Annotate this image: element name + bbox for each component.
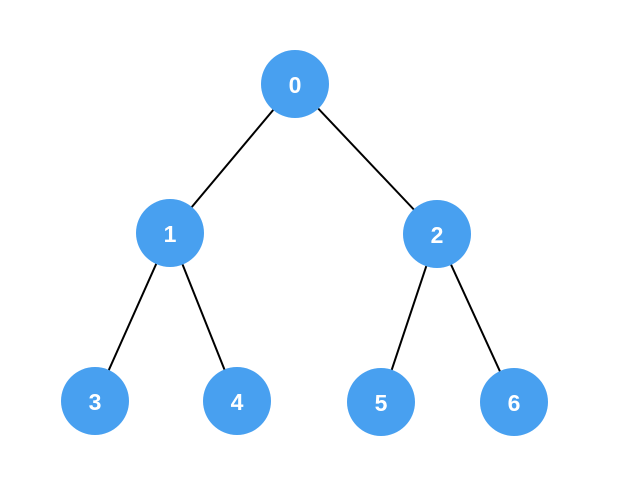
tree-node-6: 6 [480,368,548,436]
tree-node-label-6: 6 [508,390,521,416]
tree-node-label-4: 4 [231,389,244,415]
tree-node-0: 0 [261,50,329,118]
tree-node-4: 4 [203,367,271,435]
tree-node-3: 3 [61,367,129,435]
tree-node-5: 5 [347,368,415,436]
tree-node-circle-6 [480,368,548,436]
tree-node-2: 2 [403,200,471,268]
tree-node-circle-5 [347,368,415,436]
tree-node-circle-3 [61,367,129,435]
tree-node-label-5: 5 [375,390,388,416]
tree-node-label-2: 2 [431,222,444,248]
tree-node-circle-1 [136,199,204,267]
tree-node-circle-4 [203,367,271,435]
tree-node-label-1: 1 [164,221,177,247]
tree-node-label-0: 0 [289,72,302,98]
tree-edge-0-2 [294,83,438,235]
tree-node-circle-0 [261,50,329,118]
tree-nodes: 0 1 2 3 4 5 6 [61,50,548,436]
tree-node-label-3: 3 [89,389,102,415]
tree-node-1: 1 [136,199,204,267]
tree-node-circle-2 [403,200,471,268]
